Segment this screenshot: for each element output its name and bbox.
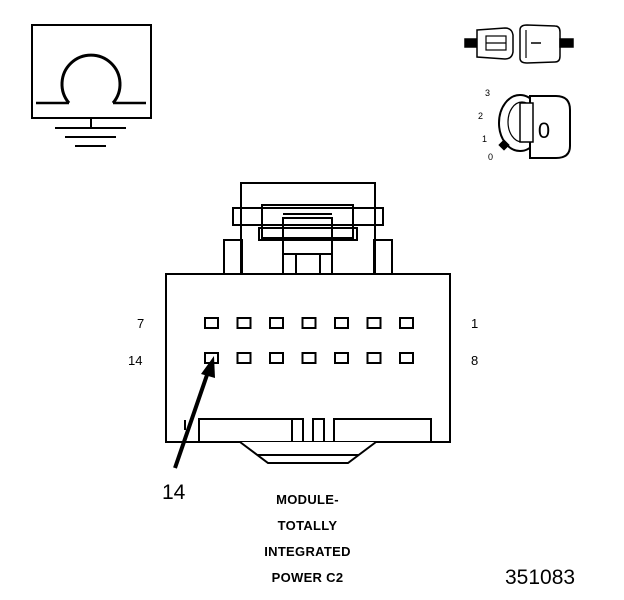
pin-cavity-11 [301, 352, 317, 364]
document-number: 351083 [505, 566, 576, 589]
ignition-position-3: 3 [485, 88, 490, 98]
ohm-ground-icon [31, 24, 152, 147]
ignition-position-0: 0 [488, 152, 493, 162]
pin-cavity-5 [269, 317, 284, 329]
ignition-key-label: 0 [538, 118, 550, 143]
callout-arrow [173, 356, 215, 469]
pin-cavity-9 [366, 352, 382, 364]
pin-cavity-4 [301, 317, 317, 329]
callout-label: 14 [162, 481, 186, 504]
pin-cavity-6 [236, 317, 252, 329]
pin-cavity-1 [399, 317, 414, 329]
pin-cavity-13 [236, 352, 252, 364]
connector-cavities [204, 317, 414, 364]
pin-cavity-3 [334, 317, 349, 329]
connector-disconnect-icon [464, 24, 574, 64]
caption-line-3: INTEGRATED [264, 544, 351, 559]
ignition-position-1: 1 [482, 134, 487, 144]
pin-cavity-2 [366, 317, 382, 329]
pin-cavity-12 [269, 352, 284, 364]
ignition-switch-icon: 3 2 1 0 0 [478, 88, 571, 162]
pin-label-8: 8 [471, 353, 478, 368]
pin-cavity-8 [399, 352, 414, 364]
caption-line-4: POWER C2 [271, 570, 344, 585]
caption-line-1: MODULE- [276, 492, 339, 507]
pin-cavity-7 [204, 317, 219, 329]
pin-label-14: 14 [128, 353, 142, 368]
caption-line-2: TOTALLY [277, 518, 338, 533]
ignition-position-2: 2 [478, 111, 483, 121]
pin-cavity-10 [334, 352, 349, 364]
pin-label-1: 1 [471, 316, 478, 331]
pin-label-7: 7 [137, 316, 144, 331]
